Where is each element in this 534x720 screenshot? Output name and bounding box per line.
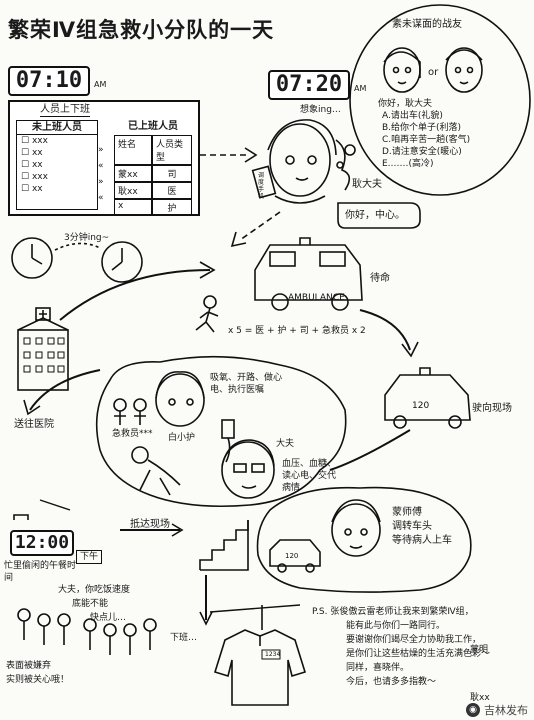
ps-line: 是你们让这些枯燥的生活充满色彩～ <box>346 649 491 659</box>
on-duty-name: 蒙xx <box>114 165 152 182</box>
doctor-name: 耿大夫 <box>352 179 382 190</box>
clock-1200-tag: 下午 <box>76 550 103 564</box>
ps-line: 能有此与你们一路同行。 <box>346 621 446 631</box>
clock-0720: 07:20 <box>268 70 350 100</box>
on-duty-type: 司 <box>152 165 192 182</box>
off-duty-heading: 未上班人员 <box>17 121 97 135</box>
off-duty-name: xx <box>31 160 43 170</box>
clock-1200-time: 12:00 <box>14 532 70 553</box>
phone-label: 调度手机 <box>258 172 265 200</box>
off-duty-row: ☐ xx <box>21 184 43 194</box>
partner-or: or <box>428 67 439 78</box>
clock-0710-am: AM <box>94 80 107 89</box>
off-duty-name: xxx <box>31 172 48 182</box>
on-duty-name: 耿xx <box>114 182 152 199</box>
nurse-label: 白小护 <box>168 433 196 443</box>
doctor-thought: 想象ing… <box>300 105 341 115</box>
partner-option: A.请出车(礼貌) <box>382 111 443 121</box>
ps-line: 要谢谢你们竭尽全力协助我工作， <box>346 635 482 645</box>
lunch-line1: 大夫，你吃饭速度 <box>58 585 131 595</box>
on-duty-row: 蒙xx 司 <box>114 165 192 182</box>
ps-sign1: 蒙明 <box>470 645 489 655</box>
lunch-line3: 快点儿… <box>90 613 127 623</box>
lunch-line2: 底能不能 <box>72 599 109 609</box>
shift-table-heading: 人员上下班 <box>40 104 90 117</box>
on-duty-type: 护 <box>152 199 192 216</box>
lunch-label: 忙里偷闲的午餐时间 <box>4 561 77 583</box>
crew-formula: x 5 = 医 + 护 + 司 + 急救员 x 2 <box>228 326 366 336</box>
svg-text:120: 120 <box>412 401 429 411</box>
hospital-label: 送往医院 <box>14 419 54 430</box>
partner-option: D.请注意安全(暖心) <box>382 147 462 157</box>
svg-text:1234: 1234 <box>265 651 280 658</box>
page-title: 繁荣Ⅳ组急救小分队的一天 <box>8 18 275 42</box>
off-duty-list: 未上班人员 ☐ xxx ☐ xx ☐ xx ☐ xxx ☐ xx <box>16 120 98 210</box>
watermark-logo-icon: ◉ <box>466 703 480 717</box>
ps-sign2: 耿xx <box>470 693 490 703</box>
watermark: ◉ 吉林发布 <box>466 702 528 718</box>
on-duty-name: x <box>114 199 152 216</box>
partner-option: B.给你个单子(利落) <box>382 123 462 133</box>
clock-1200: 12:00 <box>10 530 74 556</box>
heading-to-scene: 驶向现场 <box>472 403 512 414</box>
partner-heading: 素未谋面的战友 <box>392 19 462 30</box>
on-duty-col-type: 人员类型 <box>152 135 192 165</box>
driver-line2: 等待病人上车 <box>392 535 452 546</box>
on-duty-row: 耿xx 医 <box>114 182 192 199</box>
on-duty-list: 已上班人员 姓名 人员类型 蒙xx 司 耿xx 医 x 护 <box>114 120 192 216</box>
off-duty-name: xx <box>31 148 43 158</box>
partner-option: E.……(高冷) <box>382 159 434 169</box>
ps-line: P.S. 张俊傲云雷老师让我来到繁荣Ⅳ组， <box>312 607 474 617</box>
off-duty-row: ☐ xxx <box>21 172 48 182</box>
transfer-arrows: »«»« <box>98 145 104 203</box>
partner-option: C.咱再辛苦一趟(客气) <box>382 135 471 145</box>
driver-line1: 调转车头 <box>392 521 432 532</box>
nurse-tasks: 吸氧、开路、做心电、执行医嘱 <box>210 373 283 395</box>
off-duty-row: ☐ xxx <box>21 136 48 146</box>
on-duty-type: 医 <box>152 182 192 199</box>
clock-0720-time: 07:20 <box>275 72 343 97</box>
shift-table: 人员上下班 未上班人员 ☐ xxx ☐ xx ☐ xx ☐ xxx ☐ xx »… <box>8 100 200 216</box>
lunch-caption1: 表面被嫌弃 <box>6 661 52 671</box>
clock-0710: 07:10 <box>8 66 90 96</box>
watermark-text: 吉林发布 <box>484 704 528 717</box>
off-duty-name: xx <box>31 184 43 194</box>
off-duty-row: ☐ xx <box>21 148 43 158</box>
off-duty-row: ☐ xx <box>21 160 43 170</box>
on-duty-heading: 已上班人员 <box>128 121 178 132</box>
clock-label: 3分钟ing~ <box>64 233 110 243</box>
svg-text:AMBULANCE: AMBULANCE <box>288 293 345 303</box>
clock-0720-am: AM <box>354 84 367 93</box>
ps-line: 今后，也请多多指教～ <box>346 677 437 687</box>
off-duty-name: xxx <box>31 136 48 146</box>
doctor-speech: 你好，中心。 <box>345 210 405 221</box>
partner-greeting: 你好，耿大夫 <box>378 99 433 109</box>
doctor-label: 大夫 <box>276 439 295 449</box>
doctor-tasks: 血压、血糖、读心电、交代病情 <box>282 459 337 493</box>
clock-0710-time: 07:10 <box>15 68 83 93</box>
svg-text:120: 120 <box>285 552 298 560</box>
on-duty-row: x 护 <box>114 199 192 216</box>
lunch-caption2: 实则被关心哦！ <box>6 675 70 685</box>
ems-label: 急救员*** <box>112 429 153 439</box>
off-duty-label: 下班… <box>170 633 198 643</box>
ambulance-status: 待命 <box>370 273 390 284</box>
driver-name: 蒙师傅 <box>392 507 422 518</box>
arrive-label: 抵达现场 <box>130 519 170 530</box>
ps-line: 同样，喜晓伴。 <box>346 663 410 673</box>
on-duty-col-name: 姓名 <box>114 135 152 165</box>
